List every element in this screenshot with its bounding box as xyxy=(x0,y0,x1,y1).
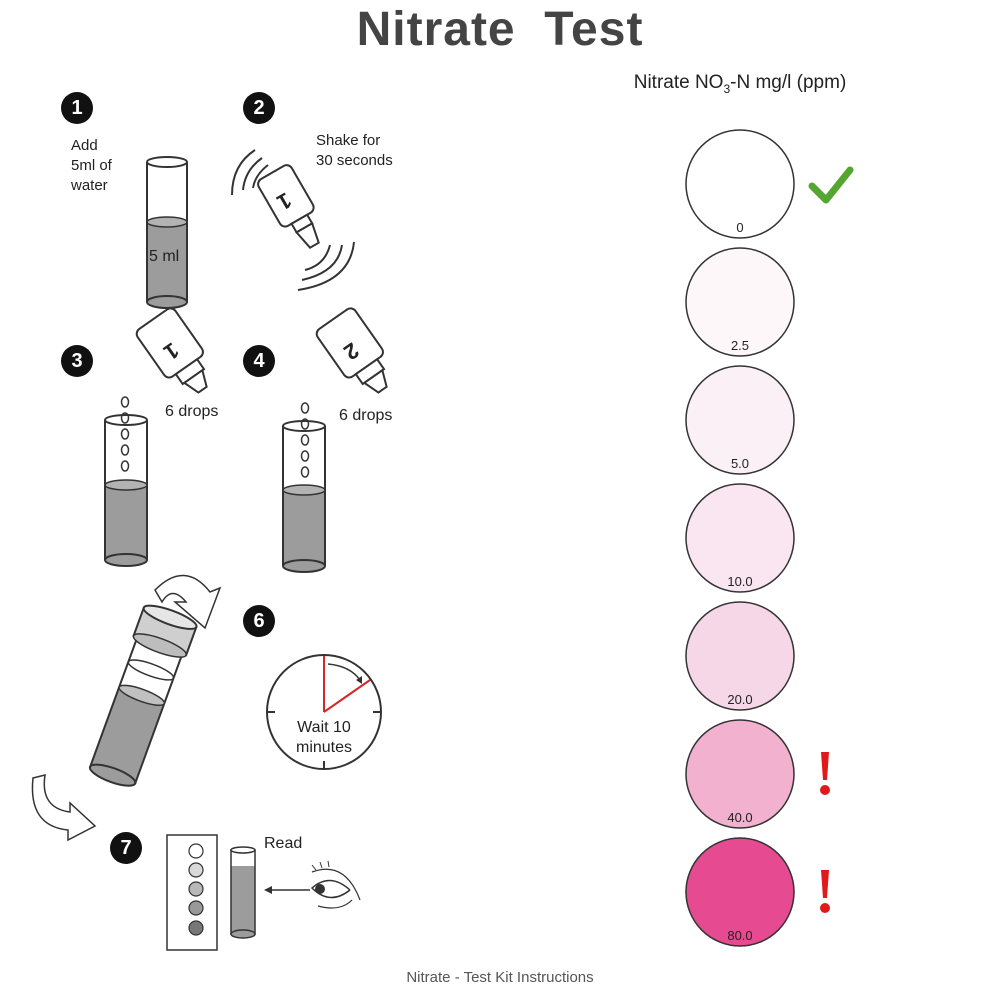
chart-title-subscript: 3 xyxy=(723,81,731,96)
step7-instruction: Read xyxy=(264,835,303,852)
step2-instruction: Shake for 30 seconds xyxy=(316,131,393,171)
step6-line: Wait 10 xyxy=(297,719,351,736)
step7-number-badge: 7 xyxy=(110,832,142,864)
step1-tube-volume-label: 5 ml xyxy=(149,248,180,265)
image-caption: Nitrate - Test Kit Instructions xyxy=(406,969,594,986)
arrow-left-icon xyxy=(264,886,310,894)
step1-line: Add xyxy=(71,137,98,154)
page-title: Nitrate Test xyxy=(356,3,644,56)
step3-test-tube xyxy=(104,414,148,567)
step2-line: 30 seconds xyxy=(316,152,393,169)
step1-line: water xyxy=(71,177,108,194)
step2-shaking-bottle xyxy=(231,149,355,291)
step6-instruction: Wait 10 minutes xyxy=(284,718,364,758)
step5-capped-tube xyxy=(88,604,198,787)
step3-drops xyxy=(120,396,130,472)
curved-arrow-icon xyxy=(154,574,222,630)
chart-title-main: Nitrate NO xyxy=(633,72,724,93)
color-chart-title: Nitrate NO3-N mg/l (ppm) xyxy=(606,72,874,96)
chart-title-tail: -N mg/l (ppm) xyxy=(730,72,847,93)
step6-line: minutes xyxy=(295,739,353,756)
step7-test-tube xyxy=(230,846,256,939)
step2-number-badge: 2 xyxy=(243,92,275,124)
step2-line: Shake for xyxy=(316,132,381,149)
curved-arrow-icon xyxy=(31,773,97,842)
step4-drops xyxy=(300,402,310,478)
step6-number-badge: 6 xyxy=(243,605,275,637)
step1-instruction: Add 5ml of water xyxy=(71,136,112,196)
step4-reagent-bottle xyxy=(315,307,388,394)
step1-line: 5ml of xyxy=(71,157,112,174)
step6-timer-clock xyxy=(266,654,382,770)
step3-number-badge: 3 xyxy=(61,345,93,377)
step4-number-badge: 4 xyxy=(243,345,275,377)
step4-test-tube xyxy=(282,420,326,573)
step4-instruction: 6 drops xyxy=(339,407,393,424)
step1-number-badge: 1 xyxy=(61,92,93,124)
step7-color-card xyxy=(166,834,218,951)
step3-reagent-bottle xyxy=(135,307,208,394)
step3-instruction: 6 drops xyxy=(165,403,219,420)
step1-test-tube xyxy=(146,156,188,309)
eye-icon xyxy=(310,860,361,909)
